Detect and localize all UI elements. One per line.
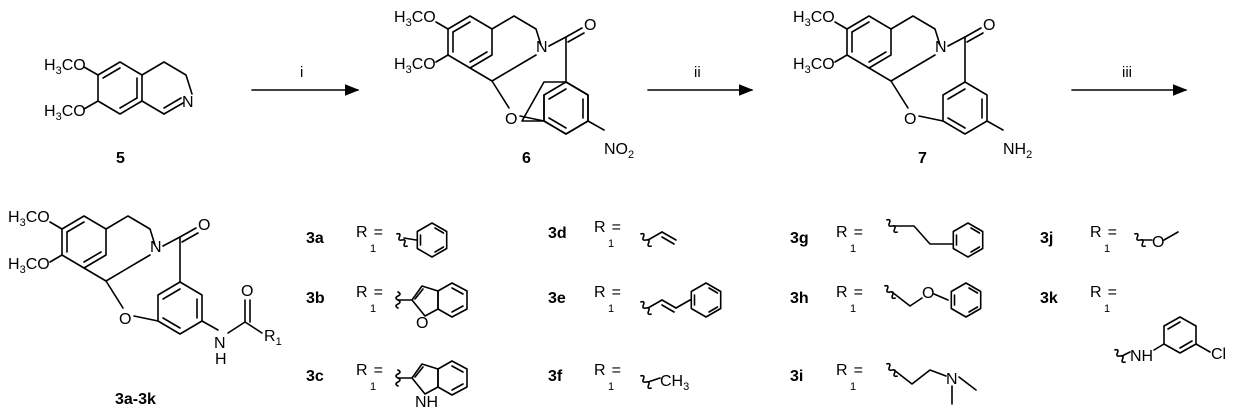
methoxy-label: H3CO [8, 256, 50, 276]
r1-label: R1 [264, 328, 282, 348]
svg-text:3j: 3j [1040, 230, 1053, 247]
methoxy-label: H3CO [44, 103, 86, 123]
svg-text:1: 1 [370, 303, 376, 315]
svg-text:N: N [536, 39, 548, 56]
methoxy-label: H3CO [394, 56, 436, 76]
svg-text:1: 1 [608, 303, 614, 315]
svg-text:R=: R= [594, 362, 621, 379]
substituent-3k: 3k R= 1 NH Cl [1040, 284, 1226, 365]
compound-7: N O O NH2 H3CO H3CO [793, 9, 1032, 161]
reagent-label-iii: iii [1122, 64, 1132, 81]
svg-text:1: 1 [370, 243, 376, 255]
aniline-nh-label: NH [1130, 348, 1153, 365]
substituent-3h: 3h R= 1 O [790, 282, 982, 318]
svg-text:R=: R= [1090, 224, 1117, 241]
svg-text:O: O [584, 17, 596, 34]
svg-text:O: O [922, 285, 934, 302]
nitro-label: NO2 [604, 141, 634, 161]
svg-text:O: O [505, 111, 517, 128]
compound-label-3a-3k: 3a-3k [115, 391, 156, 408]
compound-6: N O O NO2 H3CO H3CO [394, 9, 634, 161]
svg-text:1: 1 [370, 381, 376, 393]
svg-text:R=: R= [836, 362, 863, 379]
svg-text:3b: 3b [306, 290, 325, 307]
compound-label-7: 7 [918, 150, 927, 167]
svg-text:3h: 3h [790, 290, 809, 307]
svg-text:R=: R= [1090, 284, 1117, 301]
svg-text:3g: 3g [790, 230, 809, 247]
svg-text:O: O [241, 283, 253, 300]
svg-text:O: O [119, 311, 131, 328]
svg-text:3k: 3k [1040, 290, 1058, 307]
methoxy-label: H3CO [44, 57, 86, 77]
svg-text:3a: 3a [306, 230, 324, 247]
methoxy-label: H3CO [8, 209, 50, 229]
indole-nh-label: NH [415, 394, 438, 411]
svg-text:R=: R= [836, 224, 863, 241]
compound-label-6: 6 [522, 150, 531, 167]
svg-text:R=: R= [836, 284, 863, 301]
substituent-3a: 3a R= 1 [306, 222, 448, 258]
reagent-label-i: i [300, 64, 303, 81]
substituent-3j: 3j R= 1 O [1040, 224, 1179, 255]
svg-text:N: N [935, 39, 947, 56]
svg-text:R=: R= [594, 284, 621, 301]
methyl-label: CH3 [660, 373, 689, 393]
svg-text:1: 1 [850, 243, 856, 255]
svg-text:N: N [214, 335, 226, 352]
svg-text:3i: 3i [790, 368, 803, 385]
svg-text:O: O [1152, 234, 1164, 251]
svg-text:O: O [416, 315, 428, 332]
methoxy-label: H3CO [793, 56, 835, 76]
svg-text:3d: 3d [548, 225, 567, 242]
svg-text:3c: 3c [306, 368, 324, 385]
svg-text:1: 1 [608, 381, 614, 393]
svg-text:1: 1 [850, 381, 856, 393]
compound-5: N H3CO H3CO [44, 57, 194, 123]
methoxy-label: H3CO [793, 9, 835, 29]
svg-text:O: O [198, 217, 210, 234]
methoxy-label: H3CO [394, 9, 436, 29]
svg-text:H: H [215, 351, 227, 368]
substituent-3g: 3g R= 1 [790, 217, 984, 258]
svg-text:R=: R= [356, 362, 383, 379]
svg-text:O: O [983, 17, 995, 34]
substituent-3b: 3b R= 1 O [306, 282, 468, 332]
svg-text:R=: R= [356, 284, 383, 301]
svg-text:1: 1 [850, 303, 856, 315]
svg-text:N: N [150, 239, 162, 256]
svg-text:O: O [904, 111, 916, 128]
svg-text:3f: 3f [548, 368, 563, 385]
substituent-3c: 3c R= 1 NH [306, 360, 468, 411]
svg-text:1: 1 [1104, 243, 1110, 255]
svg-text:N: N [946, 371, 958, 388]
substituent-3f: 3f R= 1 CH3 [548, 362, 689, 393]
svg-text:1: 1 [1104, 303, 1110, 315]
amino-label: NH2 [1003, 141, 1032, 161]
substituent-3e: 3e R= 1 [548, 282, 722, 318]
svg-text:N: N [182, 94, 194, 111]
substituent-3i: 3i R= 1 N [790, 361, 977, 405]
compound-3: N O O N H O R1 H3CO H3CO [8, 209, 282, 368]
svg-text:3e: 3e [548, 290, 566, 307]
svg-text:R=: R= [356, 224, 383, 241]
chloro-label: Cl [1211, 346, 1226, 363]
svg-text:R=: R= [594, 219, 621, 236]
compound-label-5: 5 [116, 150, 125, 167]
substituent-3d: 3d R= 1 [548, 219, 677, 250]
svg-text:1: 1 [608, 238, 614, 250]
reagent-label-ii: ii [694, 64, 701, 81]
